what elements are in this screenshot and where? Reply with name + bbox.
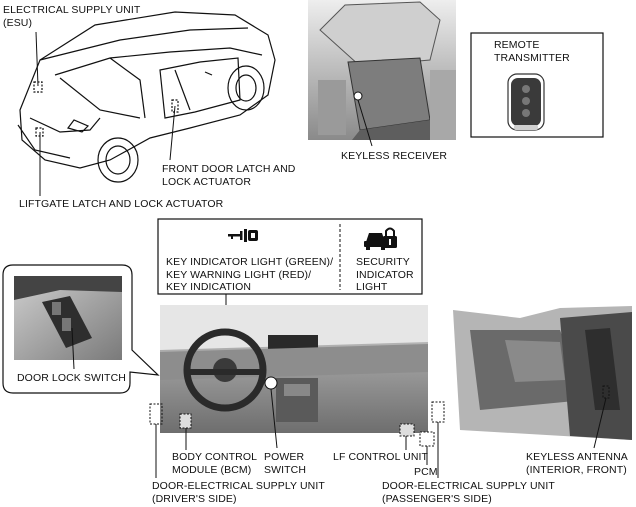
keyless-receiver-label: KEYLESS RECEIVER <box>341 150 448 162</box>
liftgate-latch-label: LIFTGATE LATCH AND LOCK ACTUATOR <box>19 198 224 210</box>
power-switch-label: POWER SWITCH <box>264 451 307 476</box>
rear-interior-photo <box>453 306 632 449</box>
car-lock-icon <box>364 227 397 250</box>
dashboard-leader-lines <box>155 422 439 478</box>
door-lock-switch-callout <box>2 264 160 394</box>
indicator-box <box>157 218 423 350</box>
key-icon <box>228 229 258 242</box>
bcm-label: BODY CONTROL MODULE (BCM) <box>172 451 258 476</box>
pcm-label: PCM <box>414 466 438 478</box>
liftgate-photo <box>308 0 456 147</box>
door-esu-driver-label: DOOR-ELECTRICAL SUPPLY UNIT (DRIVER'S SI… <box>152 480 325 505</box>
door-esu-passenger-label: DOOR-ELECTRICAL SUPPLY UNIT (PASSENGER'S… <box>382 480 555 505</box>
car-exterior-drawing <box>17 11 276 183</box>
esu-label: ELECTRICAL SUPPLY UNIT (ESU) <box>3 4 141 29</box>
security-indicator-label: SECURITY INDICATOR LIGHT <box>356 256 414 293</box>
keyless-antenna-label: KEYLESS ANTENNA (INTERIOR, FRONT) <box>526 451 628 476</box>
front-door-latch-label: FRONT DOOR LATCH AND LOCK ACTUATOR <box>162 163 296 188</box>
dashboard-photo <box>149 305 445 449</box>
lf-control-unit-label: LF CONTROL UNIT <box>333 451 429 463</box>
remote-transmitter-label: REMOTE TRANSMITTER <box>494 39 570 64</box>
exterior-leader-lines <box>35 31 176 196</box>
key-indicator-label: KEY INDICATOR LIGHT (GREEN)/ KEY WARNING… <box>166 256 334 293</box>
door-lock-switch-label: DOOR LOCK SWITCH <box>17 372 126 384</box>
remote-transmitter-box <box>470 32 604 138</box>
